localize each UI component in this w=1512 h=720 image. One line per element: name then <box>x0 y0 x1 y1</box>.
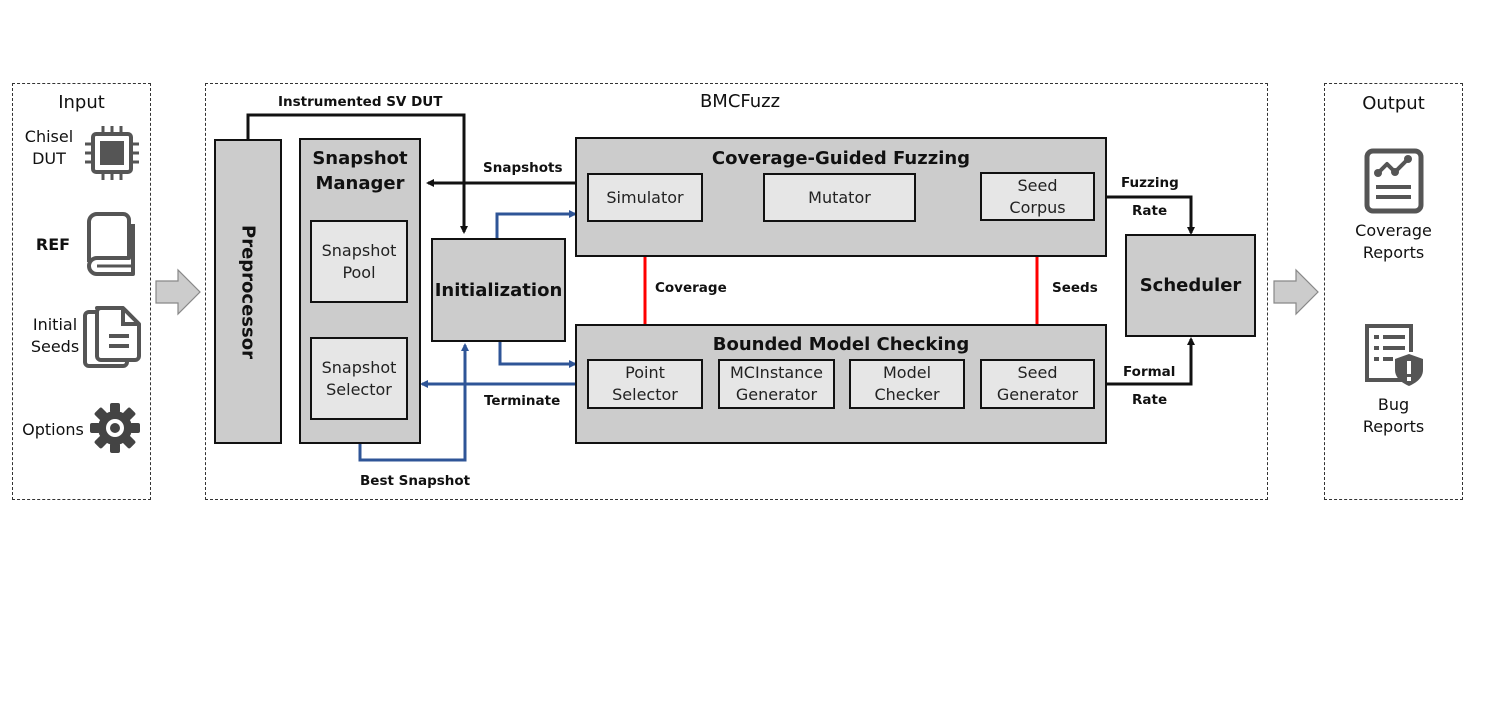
bmcfuzz-title: BMCFuzz <box>699 91 781 112</box>
seed-generator-line1: Seed <box>1017 363 1058 382</box>
formal-rate-label-line1: Formal <box>1123 364 1176 380</box>
instrumented-sv-dut-label: Instrumented SV DUT <box>278 94 443 110</box>
seeds-label: Seeds <box>1052 280 1098 296</box>
mutator-label: Mutator <box>808 187 871 207</box>
input-title: Input <box>58 92 105 113</box>
input-panel: Input Chisel DUT REF Initial Seeds Optio… <box>12 83 151 500</box>
snapshots-label: Snapshots <box>483 160 563 176</box>
seed-generator-line2: Generator <box>996 385 1079 404</box>
coverage-report-icon <box>1364 148 1424 214</box>
point-selector-line2: Selector <box>612 385 678 404</box>
coverage-label: Coverage <box>655 280 727 296</box>
snapshot-selector-line1: Snapshot <box>321 357 397 377</box>
ref-label: REF <box>35 235 71 254</box>
bmcfuzz-panel <box>205 83 1268 500</box>
chisel-dut-label-line1: Chisel <box>24 127 74 146</box>
point-selector-line1: Point <box>625 363 665 382</box>
fuzzing-rate-label-line2: Rate <box>1132 203 1168 219</box>
initial-seeds-label-line1: Initial <box>32 315 78 334</box>
scheduler-label: Scheduler <box>1139 275 1242 296</box>
formal-rate-label-line2: Rate <box>1132 392 1168 408</box>
initial-seeds-label: Initial Seeds <box>23 314 87 358</box>
mcinstance-line2: Generator <box>735 385 818 404</box>
terminate-label: Terminate <box>484 393 561 409</box>
snapshot-manager-title-line2: Manager <box>315 173 405 194</box>
seed-corpus-line2: Corpus <box>1009 197 1066 217</box>
model-checker-line2: Checker <box>874 385 940 404</box>
snapshot-pool-line2: Pool <box>342 262 376 282</box>
snapshot-manager-title: Snapshot Manager <box>301 146 419 196</box>
fuzzing-rate-label-line1: Fuzzing <box>1121 175 1179 191</box>
preprocessor-block: Preprocessor <box>214 139 282 444</box>
snapshot-manager-title-line1: Snapshot <box>312 148 408 169</box>
chip-icon <box>85 126 139 180</box>
preprocessor-label: Preprocessor <box>237 224 259 359</box>
initial-seeds-label-line2: Seeds <box>30 337 80 356</box>
snapshot-pool-line1: Snapshot <box>321 240 397 260</box>
initialization-label: Initialization <box>434 279 563 301</box>
bug-report-icon <box>1365 324 1423 386</box>
input-flow-arrow-icon <box>155 268 201 316</box>
best-snapshot-label: Best Snapshot <box>360 473 471 489</box>
coverage-reports-line1: Coverage <box>1355 221 1432 240</box>
chisel-dut-label: Chisel DUT <box>19 126 79 170</box>
output-panel: Output Coverage Reports Bug Reports <box>1324 83 1463 500</box>
model-checker-line1: Model <box>882 363 932 382</box>
seed-corpus-line1: Seed <box>1017 175 1058 195</box>
initialization-block: Initialization <box>431 238 566 342</box>
chisel-dut-label-line2: DUT <box>32 149 66 168</box>
bug-reports-line2: Reports <box>1362 417 1425 436</box>
gear-icon <box>90 403 140 453</box>
coverage-reports-label: Coverage Reports <box>1325 220 1462 264</box>
bmc-title: Bounded Model Checking <box>712 334 970 355</box>
scheduler-block: Scheduler <box>1125 234 1256 337</box>
snapshot-selector-line2: Selector <box>326 379 392 399</box>
bug-reports-label: Bug Reports <box>1325 394 1462 438</box>
output-title: Output <box>1362 93 1425 114</box>
options-label: Options <box>22 420 84 439</box>
documents-icon <box>83 306 141 368</box>
mcinstance-line1: MCInstance <box>729 363 824 382</box>
output-flow-arrow-icon <box>1273 268 1319 316</box>
fuzzing-title: Coverage-Guided Fuzzing <box>711 148 971 169</box>
coverage-reports-line2: Reports <box>1362 243 1425 262</box>
bug-reports-line1: Bug <box>1377 395 1410 414</box>
simulator-block: Simulator <box>587 173 703 222</box>
book-icon <box>87 212 135 276</box>
simulator-label: Simulator <box>606 187 684 207</box>
mutator-block: Mutator <box>763 173 916 222</box>
